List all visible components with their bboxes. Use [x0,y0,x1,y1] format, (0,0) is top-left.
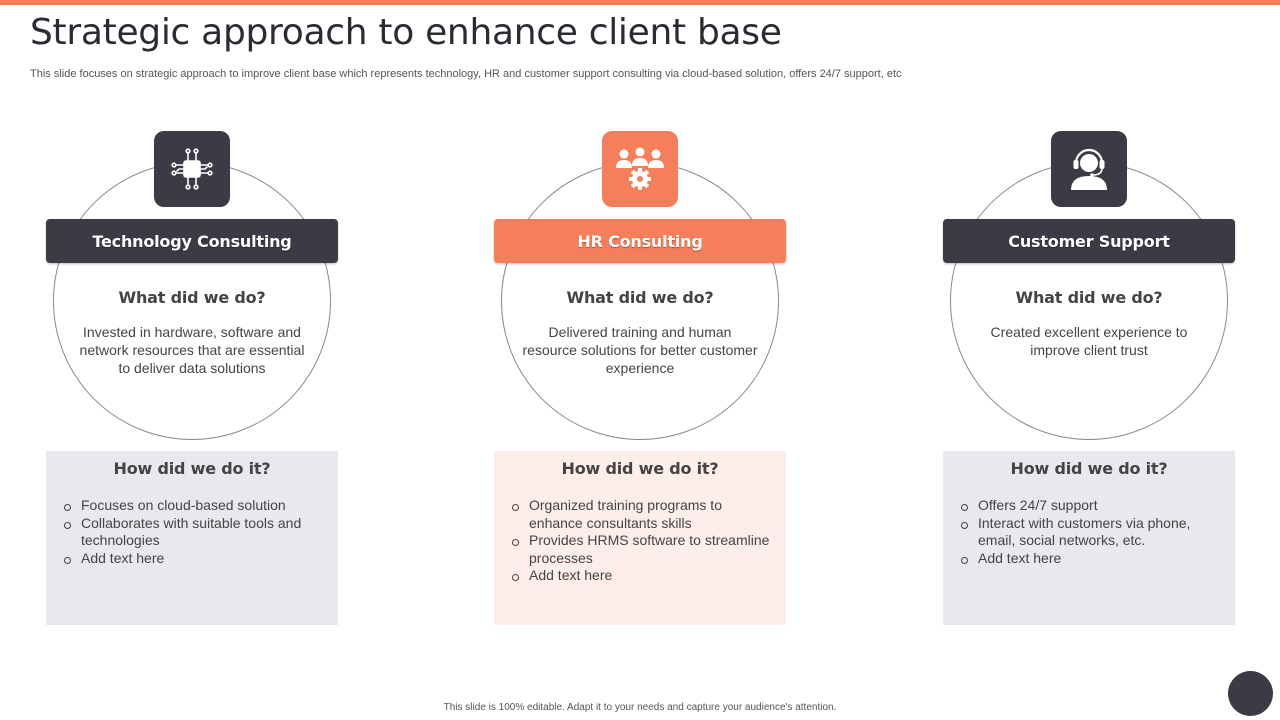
how-title: How did we do it? [113,459,271,478]
list-item: Organized training programs to enhance c… [510,497,772,532]
decorative-circle [501,162,779,440]
what-text: Invested in hardware, software and netwo… [79,324,305,376]
top-accent-bar [0,0,1280,5]
how-title: How did we do it? [1010,459,1168,478]
how-box: How did we do it? Organized training pro… [494,451,786,625]
what-text: Created excellent experience to improve … [990,324,1188,358]
label-bar: HR Consulting [494,219,786,263]
column-label: Technology Consulting [92,231,292,251]
list-item: Provides HRMS software to streamline pro… [510,532,772,567]
label-bar: Technology Consulting [46,219,338,263]
what-text: Delivered training and human resource so… [522,324,758,376]
list-item: Focuses on cloud-based solution [62,497,324,515]
what-title: What did we do? [566,288,714,307]
list-item: Add text here [510,567,772,585]
column-label: Customer Support [1008,231,1170,251]
what-title: What did we do? [118,288,266,307]
column-label: HR Consulting [577,231,703,251]
page-title: Strategic approach to enhance client bas… [30,12,782,53]
how-box: How did we do it? Focuses on cloud-based… [46,451,338,625]
page-subtitle: This slide focuses on strategic approach… [30,68,902,80]
team-gear-icon [602,131,678,207]
circuit-chip-icon [154,131,230,207]
list-item: Add text here [959,550,1221,568]
label-bar: Customer Support [943,219,1235,263]
headset-support-icon [1051,131,1127,207]
column-customer-support: Customer Support What did we do? Created… [943,130,1235,625]
decorative-circle [53,162,331,440]
list-item: Add text here [62,550,324,568]
list-item: Offers 24/7 support [959,497,1221,515]
how-box: How did we do it? Offers 24/7 support In… [943,451,1235,625]
how-list: Organized training programs to enhance c… [510,497,772,585]
corner-decoration [1228,671,1273,716]
footer-note: This slide is 100% editable. Adapt it to… [443,702,837,713]
how-list: Offers 24/7 support Interact with custom… [959,497,1221,567]
list-item: Collaborates with suitable tools and tec… [62,515,324,550]
what-title: What did we do? [1015,288,1163,307]
column-hr-consulting: HR Consulting What did we do? Delivered … [494,130,786,625]
decorative-circle [950,162,1228,440]
how-title: How did we do it? [561,459,719,478]
how-list: Focuses on cloud-based solution Collabor… [62,497,324,567]
column-technology-consulting: Technology Consulting What did we do? In… [46,130,338,625]
list-item: Interact with customers via phone, email… [959,515,1221,550]
